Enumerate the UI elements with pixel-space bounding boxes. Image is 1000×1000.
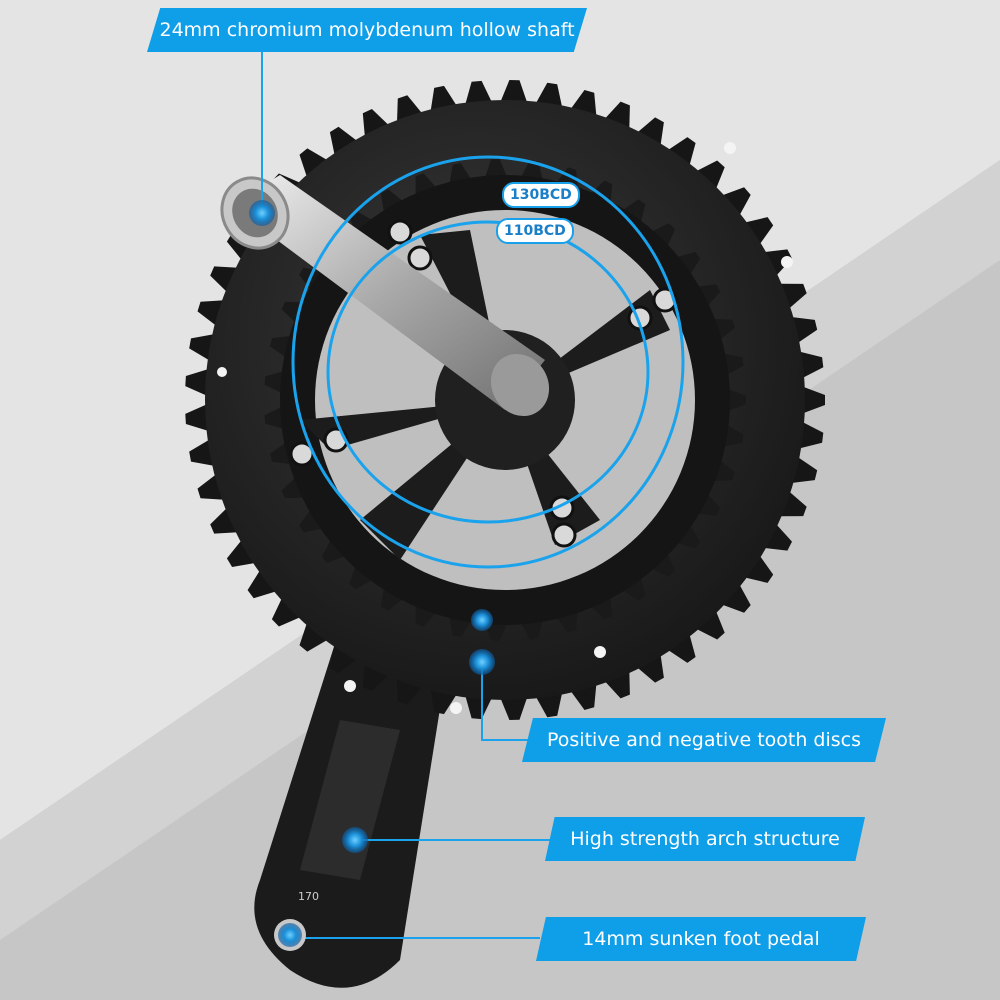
chainring-tooth <box>676 251 701 276</box>
chainring-tooth <box>226 539 256 567</box>
inner-ring-marker <box>471 609 493 631</box>
chainring-tooth <box>744 555 774 583</box>
chainring-tooth <box>520 160 543 181</box>
tooth-disc-marker <box>469 649 495 675</box>
chainring-tooth <box>799 421 824 449</box>
chainring-tooth <box>590 596 613 620</box>
shaft-marker <box>249 200 275 226</box>
chainring-tooth <box>329 644 358 674</box>
bcd-110-circle <box>326 220 650 524</box>
chainring-tooth <box>535 82 563 108</box>
chainring-tooth <box>604 101 630 130</box>
leader-tooth-discs <box>481 662 530 741</box>
chainring-tooth <box>696 610 725 640</box>
pedal-marker <box>278 923 302 947</box>
bcd-130-label: 130BCD <box>502 182 580 208</box>
chainring-tooth <box>667 137 696 166</box>
chainring-tooth <box>299 148 328 178</box>
chainring-tooth <box>362 109 390 137</box>
chainring-tooth <box>763 524 792 551</box>
chainring-tooth <box>189 439 215 466</box>
chainring-tooth <box>264 371 284 394</box>
chainring-tooth <box>721 187 751 216</box>
outer-ring-pins <box>217 142 793 714</box>
chainring-tooth <box>604 670 630 699</box>
chainring-tooth <box>667 634 696 663</box>
chainring-tooth <box>676 524 701 549</box>
chainring-tooth <box>380 587 404 611</box>
chainring-tooth <box>430 85 457 112</box>
chainring-tooth <box>247 570 277 599</box>
chainring-tooth <box>723 424 744 447</box>
chainring-tooth <box>299 622 328 652</box>
chainring-tooth <box>721 584 751 613</box>
crank-arch-recess <box>300 720 400 880</box>
chainring-tooth <box>415 173 437 196</box>
chainring-tooth <box>430 688 457 715</box>
bcd-130-circle <box>291 155 685 569</box>
chainring-tooth <box>299 509 323 533</box>
chainring-tooth <box>465 80 492 105</box>
chainring-tooth <box>535 692 563 718</box>
chainring-tooth <box>415 604 437 627</box>
chainring-tooth <box>329 126 358 156</box>
chainring-tooth <box>779 491 807 517</box>
chainring-tooth <box>500 697 528 720</box>
chainring-tooth <box>622 577 646 601</box>
bcd-110-label: 110BCD <box>496 218 574 244</box>
chainring-tooth <box>484 159 508 178</box>
chainring-tooth <box>802 386 825 414</box>
chainring-tooth <box>189 334 215 361</box>
chainring-tooth <box>799 351 824 379</box>
chainring-tooth <box>744 217 774 245</box>
chainring-tooth <box>500 80 528 103</box>
chainring-tooth <box>763 249 792 276</box>
chainring-tooth <box>465 695 492 720</box>
chainring-tooth <box>697 284 721 307</box>
chainring-tooth <box>380 189 404 213</box>
chainring-tooth <box>185 404 209 431</box>
arch-marker <box>342 827 368 853</box>
chainring-tooth <box>779 283 807 309</box>
chainring-tooth <box>651 552 675 577</box>
arch-label: High strength arch structure <box>545 817 865 861</box>
chainring-tooth <box>321 539 346 563</box>
chainring-tooth <box>281 477 305 499</box>
chainring-tooth <box>637 117 664 146</box>
chainring-tooth <box>264 406 284 429</box>
chainring-tooth <box>637 654 664 683</box>
chainring-tooth <box>185 369 209 396</box>
chainring-tooth <box>697 493 721 516</box>
chainring-tooth <box>362 663 390 691</box>
chainring-tooth <box>651 223 675 248</box>
chainring-tooth <box>271 597 301 627</box>
chainring-tooth <box>210 507 238 534</box>
chainring-tooth <box>696 160 725 190</box>
crank-length-marking: 170 <box>298 890 319 903</box>
chainring-tooth <box>727 388 746 412</box>
chainring-tooth <box>723 353 744 376</box>
chainring-tooth <box>210 266 238 293</box>
chainring-tooth <box>622 199 646 223</box>
shaft-label: 24mm chromium molybdenum hollow shaft <box>147 8 587 52</box>
tooth-discs-label: Positive and negative tooth discs <box>522 718 886 762</box>
chainring-tooth <box>349 565 373 590</box>
chainring-tooth <box>520 619 543 640</box>
pedal-label: 14mm sunken foot pedal <box>536 917 866 961</box>
